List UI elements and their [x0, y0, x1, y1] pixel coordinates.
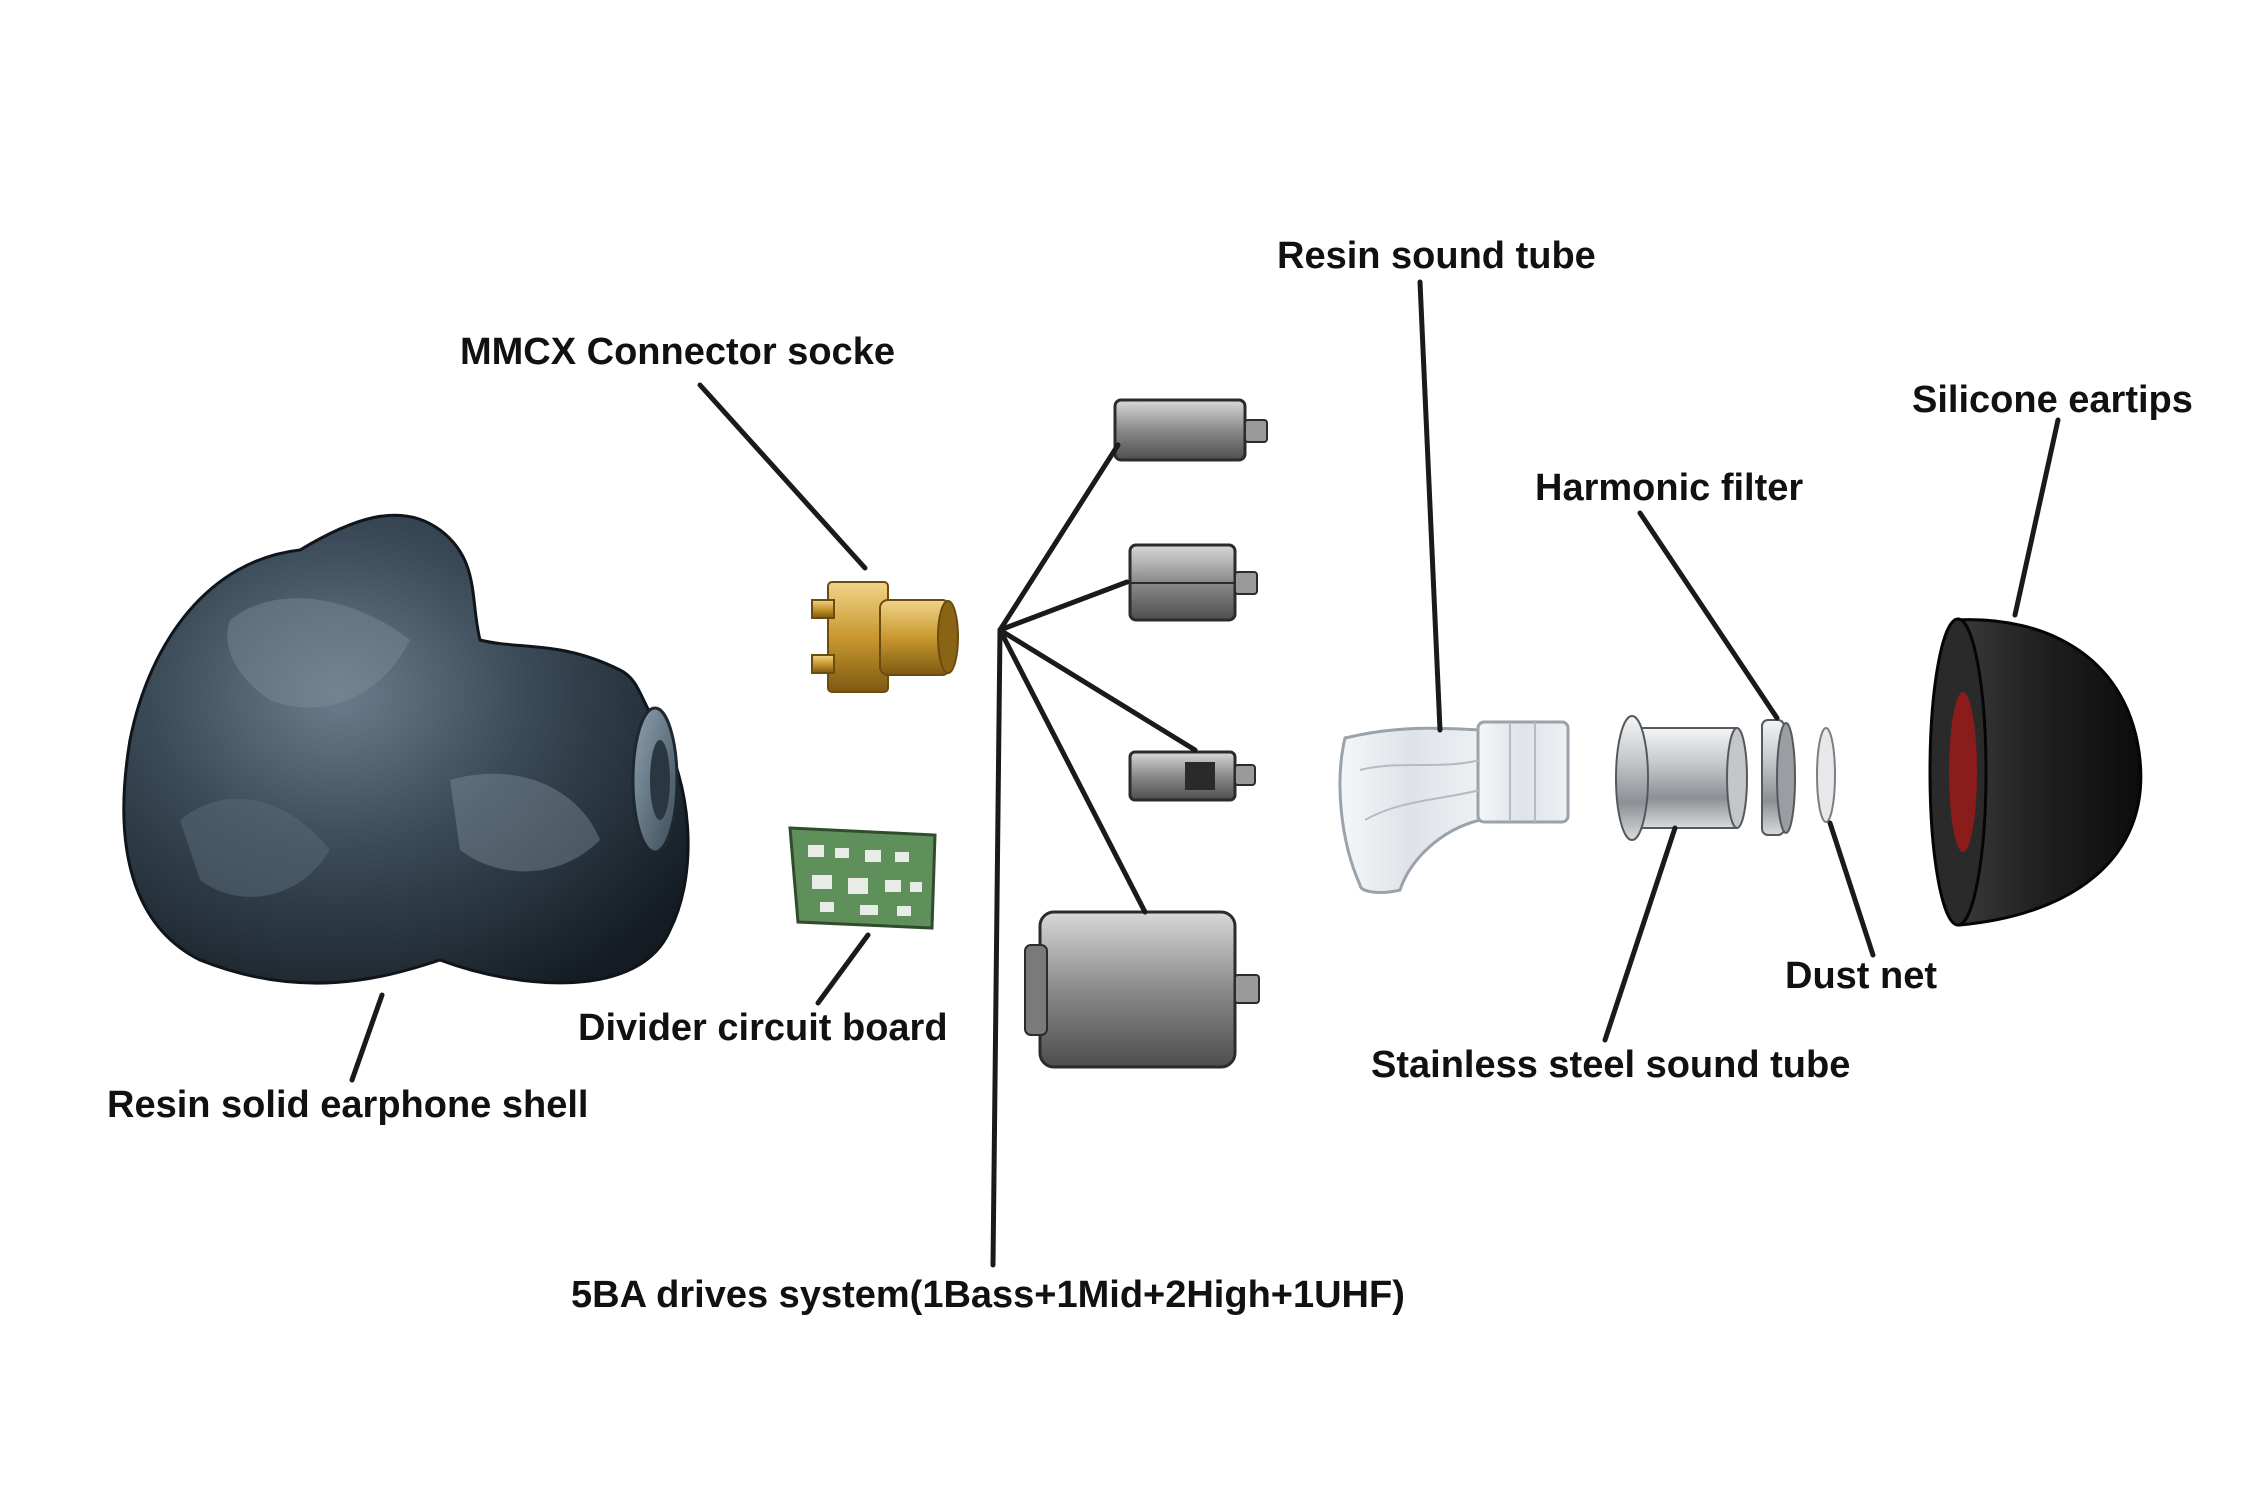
- leader-line-driver-2: [997, 579, 1130, 633]
- mmcx-connector-illustration: [811, 581, 959, 693]
- leader-line-resin-tube: [1417, 279, 1443, 733]
- ba-driver-4: [1024, 910, 1260, 1069]
- label-resin-sound-tube: Resin sound tube: [1277, 235, 1596, 277]
- leader-line-drivers-stem: [990, 627, 1003, 1268]
- leader-line-driver-3: [997, 627, 1198, 753]
- leader-lines: [349, 279, 2061, 1268]
- leader-line-eartips: [2012, 417, 2061, 618]
- label-earphone-shell: Resin solid earphone shell: [107, 1084, 588, 1126]
- label-divider-circuit-board: Divider circuit board: [578, 1007, 948, 1049]
- label-steel-sound-tube: Stainless steel sound tube: [1371, 1044, 1850, 1086]
- label-ba-drivers-system: 5BA drives system(1Bass+1Mid+2High+1UHF): [571, 1274, 1405, 1316]
- circuit-board-illustration: [788, 826, 937, 930]
- label-mmcx-connector: MMCX Connector socke: [460, 331, 895, 373]
- leader-line-shell: [349, 992, 385, 1083]
- leader-line-dust-net: [1827, 820, 1876, 958]
- label-dust-net: Dust net: [1785, 955, 1937, 997]
- silicone-eartip-illustration: [1928, 617, 2143, 927]
- leader-line-driver-4: [997, 627, 1148, 915]
- label-harmonic-filter: Harmonic filter: [1535, 467, 1803, 509]
- leader-line-steel-tube: [1602, 825, 1678, 1043]
- harmonic-filter-illustration: [1761, 719, 1796, 836]
- label-silicone-eartips: Silicone eartips: [1912, 379, 2193, 421]
- leader-line-filter: [1637, 510, 1780, 721]
- leader-line-board: [815, 932, 871, 1006]
- earphone-shell-illustration: [122, 513, 690, 985]
- ba-driver-1: [1113, 398, 1268, 462]
- ba-driver-2: [1128, 543, 1258, 622]
- ba-driver-3: [1128, 750, 1256, 802]
- steel-sound-tube-illustration: [1615, 715, 1748, 841]
- resin-sound-tube-illustration: [1338, 720, 1570, 894]
- leader-line-driver-1: [997, 442, 1121, 633]
- leader-line-mmcx: [697, 382, 868, 571]
- dust-net-illustration: [1816, 727, 1836, 823]
